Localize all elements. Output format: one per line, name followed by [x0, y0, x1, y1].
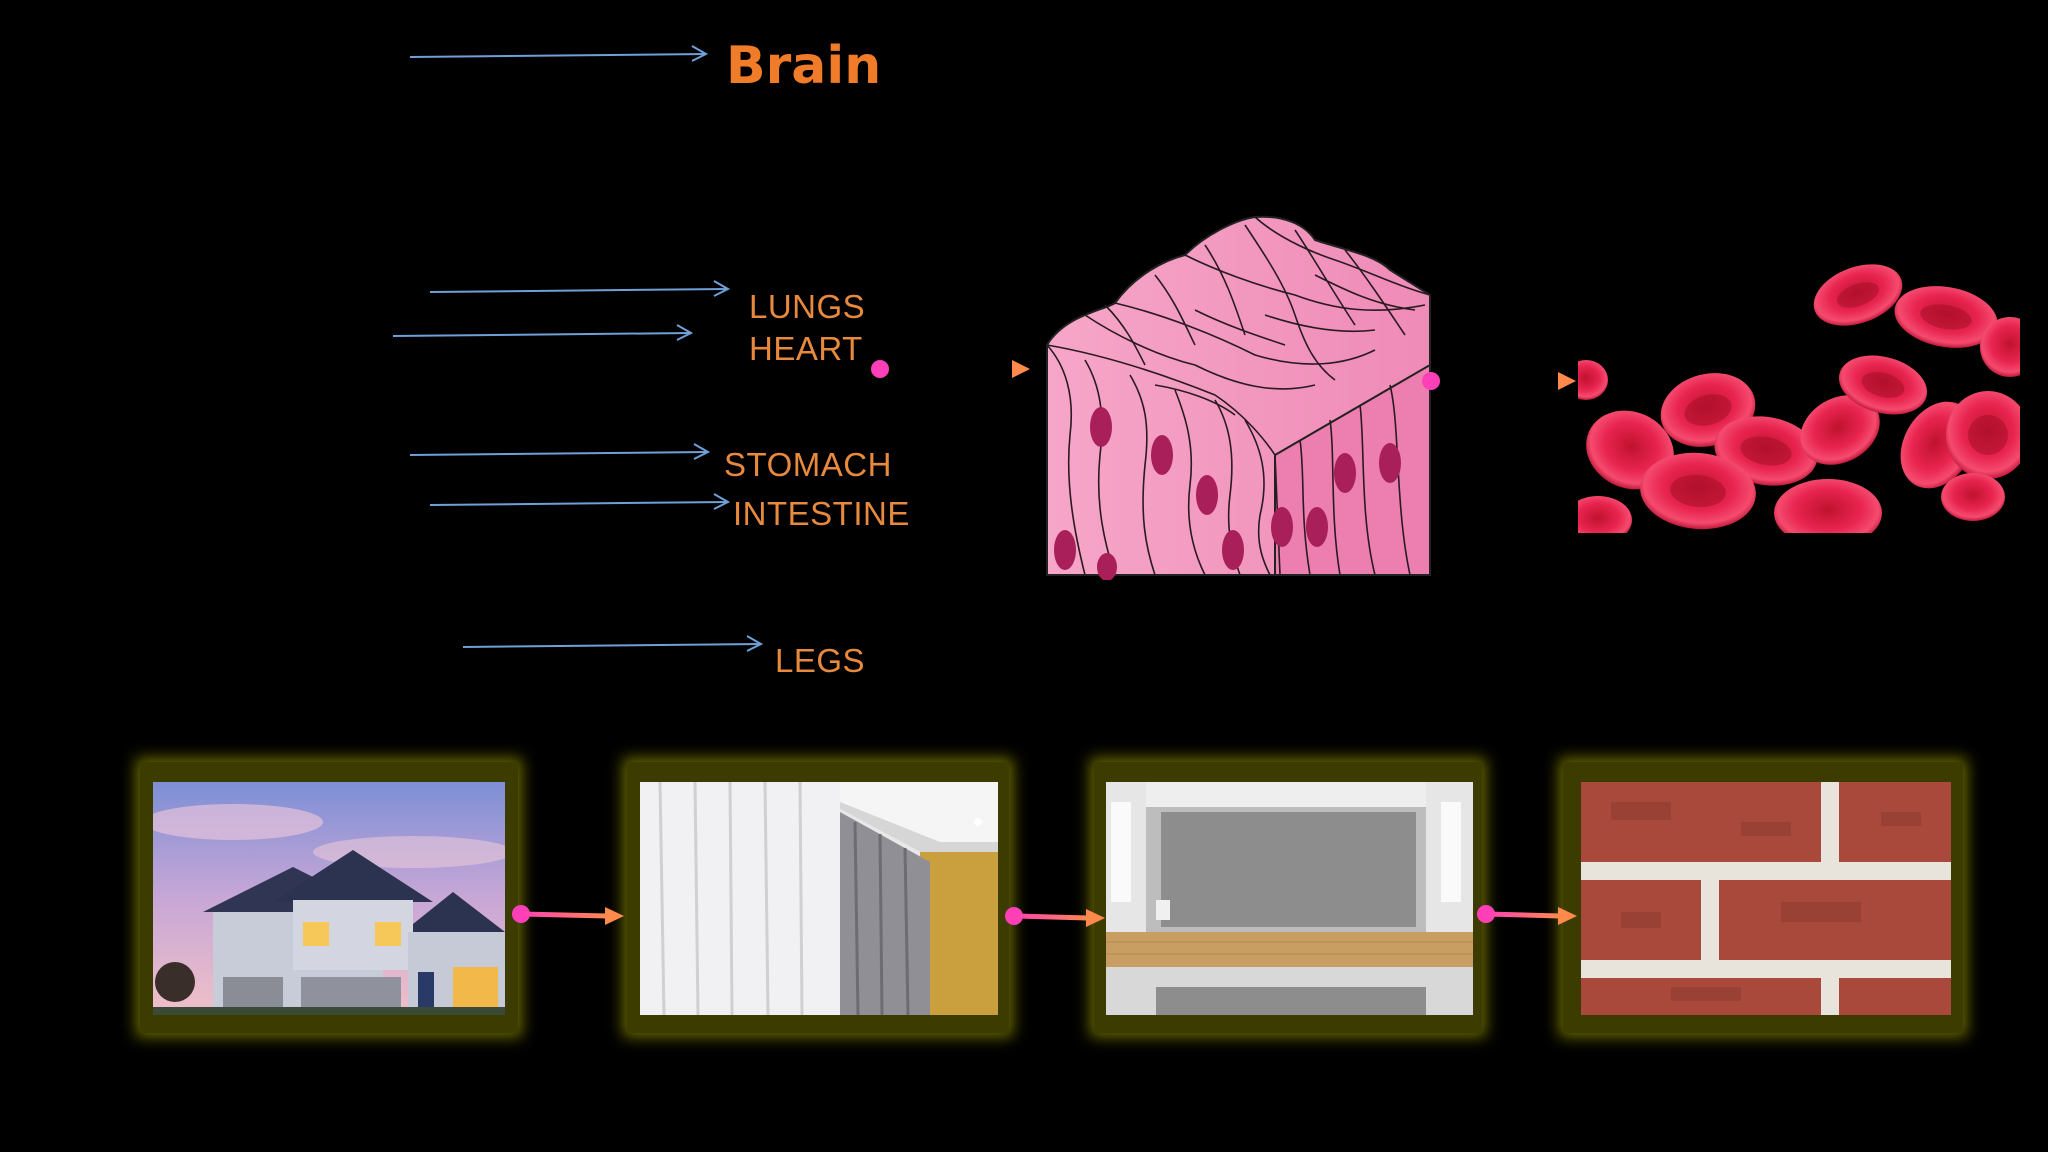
arrow-to-brain [409, 45, 709, 62]
arrow-to-lungs [429, 280, 731, 297]
curtain-room-photo [640, 782, 998, 1015]
arrow-curtain-to-room [1005, 907, 1105, 927]
stomach-label: STOMACH [724, 446, 892, 483]
arrow-to-heart [392, 324, 694, 341]
brain-label: Brain [726, 36, 882, 96]
arrow-house-to-curtain [512, 905, 624, 925]
arrow-tissue-to-blood [1422, 372, 1576, 390]
house-photo [153, 782, 505, 1015]
brick-wall-photo [1581, 782, 1951, 1015]
arrow-to-stomach [409, 443, 711, 460]
tissue-block-illustration [1046, 215, 1431, 580]
intestine-label: INTESTINE [733, 495, 910, 532]
empty-room-photo [1106, 782, 1473, 1015]
lungs-label: LUNGS [749, 288, 866, 325]
arrow-to-legs [462, 635, 764, 652]
arrow-room-to-brick [1477, 905, 1577, 925]
arrow-to-intestine [429, 493, 731, 510]
heart-label: HEART [749, 330, 863, 367]
legs-label: LEGS [775, 642, 866, 679]
arrow-heart-to-tissue [871, 360, 1030, 378]
blood-cells-illustration [1578, 255, 2020, 533]
